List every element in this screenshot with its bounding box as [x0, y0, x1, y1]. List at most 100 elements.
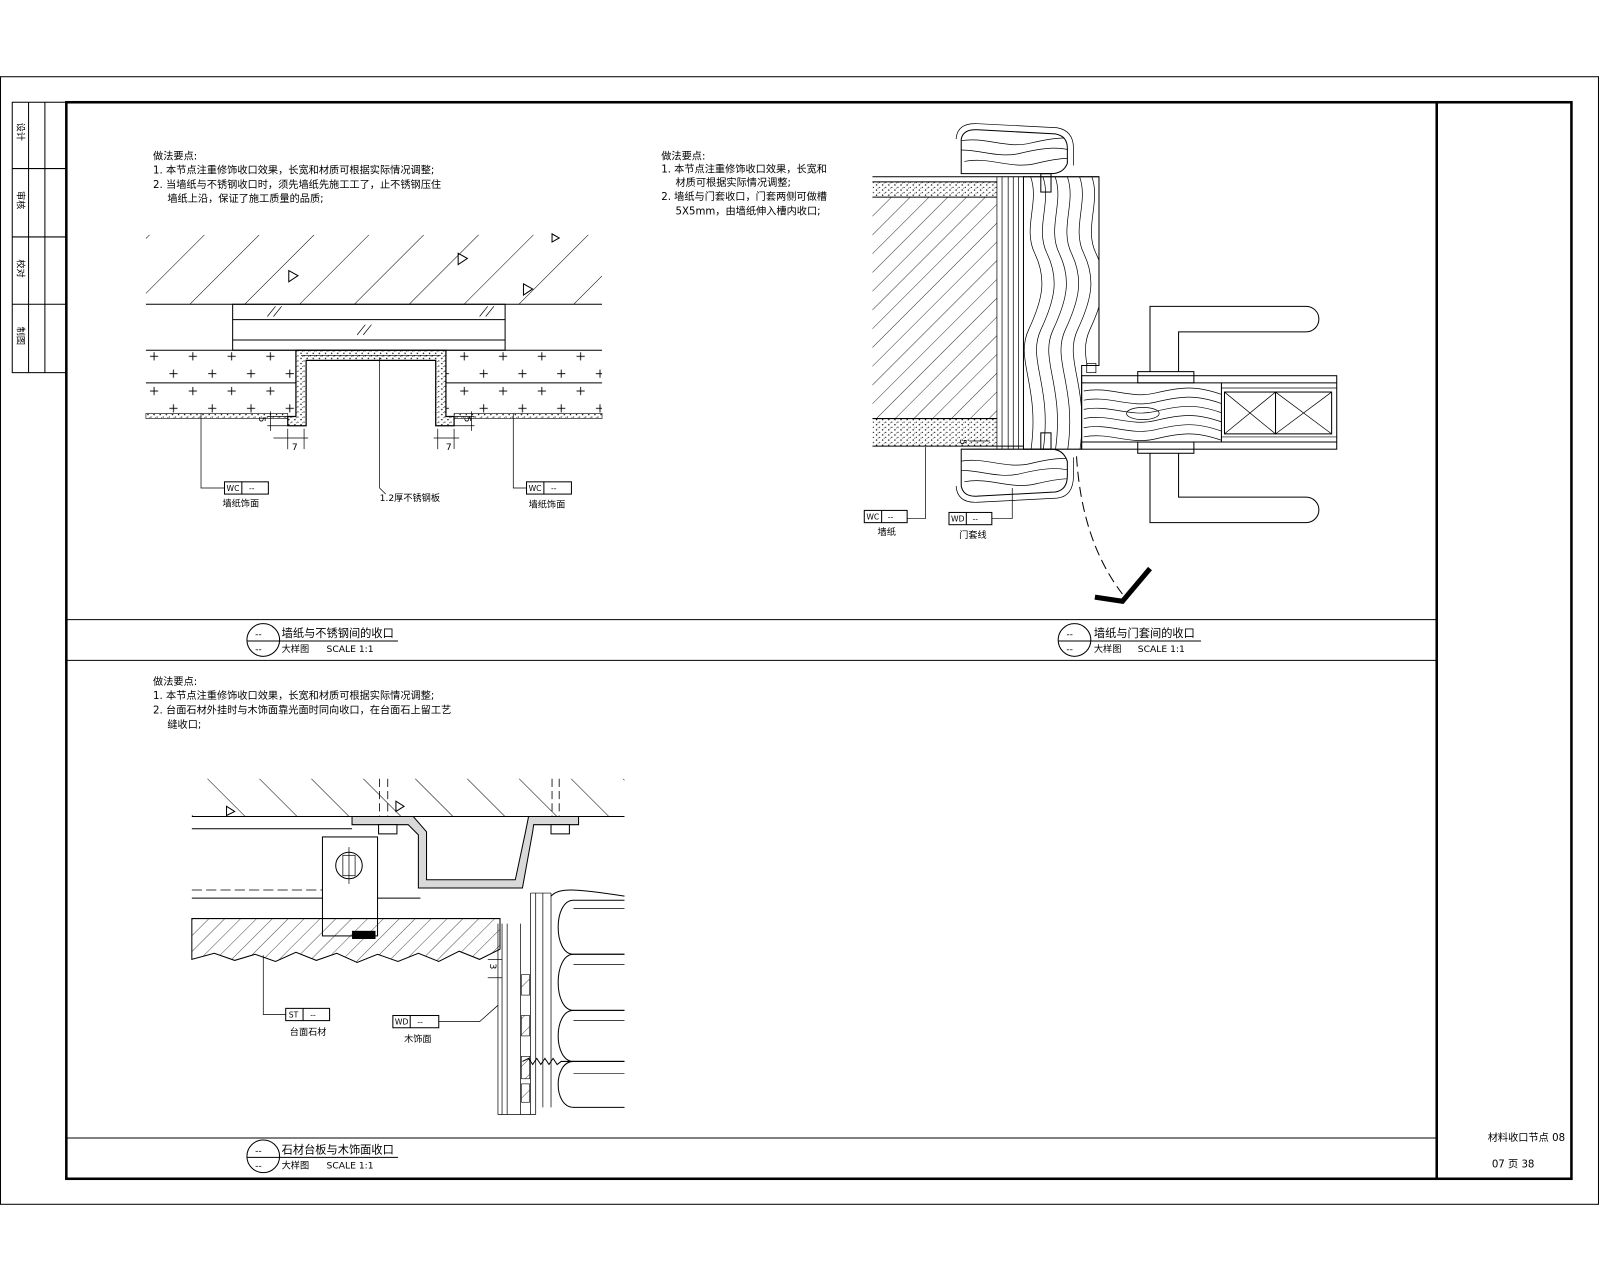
dimension-5: 5 [957, 439, 968, 445]
hinge-plate-bottom [1137, 441, 1195, 454]
core-block [1275, 391, 1333, 435]
wood-base-board [232, 303, 506, 351]
drawing-name: 材料收口节点 08 [1488, 1131, 1565, 1144]
notes-line: 2. 当墙纸与不锈钢收口时，须先墙纸先施工工了，止不锈钢压住 [153, 178, 441, 191]
dimension-left: 5 7 [256, 411, 309, 453]
tag-label: 门套线 [959, 529, 987, 541]
detail-symbol [246, 623, 281, 657]
stainless-steel-channel [287, 349, 455, 427]
scale-label: 大样图 [282, 1160, 310, 1172]
scale-label: 大样图 [282, 643, 310, 655]
door-handle-bottom [1149, 453, 1320, 524]
wall-masonry [872, 197, 997, 419]
signoff-check: 校对 [14, 259, 26, 277]
tag-code: WD [951, 515, 965, 524]
notes-line: 材质可根据实际情况调整; [676, 176, 792, 189]
fixings [521, 974, 574, 1103]
tag-label: 墙纸饰面 [222, 497, 259, 509]
symbol-bottom: -- [1066, 644, 1073, 655]
scale-value: SCALE 1:1 [327, 1161, 374, 1172]
tag-label: 墙纸 [878, 526, 896, 538]
gypsum-board-left [145, 350, 296, 419]
tag-ref: -- [310, 1011, 316, 1020]
tag-label: 墙纸饰面 [529, 498, 566, 510]
detail-3-title: -- -- 石材台板与木饰面收口 大样图 SCALE 1:1 [246, 1139, 398, 1174]
page-number: 07 页 38 [1492, 1159, 1535, 1171]
tag-label: 木饰面 [404, 1033, 432, 1045]
door-trim-bottom [955, 432, 1074, 503]
door-swing-arrow [1094, 566, 1152, 604]
wall-layers [996, 176, 1019, 450]
notes-heading: 做法要点: [661, 149, 705, 162]
concrete-slab [191, 778, 625, 817]
tag-ref: -- [417, 1018, 423, 1027]
dimension-5: 5 [256, 417, 267, 423]
detail-1-section: 5 7 5 7 WC -- 墙纸饰面 1.2厚不锈钢板 [145, 232, 603, 510]
dimension-7: 7 [446, 442, 452, 453]
notes-line: 墙纸上沿，保证了施工质量的品质; [167, 192, 323, 205]
door-leaf [1081, 375, 1338, 450]
notes-line: 2. 台面石材外挂时与木饰面靠光面时同向收口，在台面石上留工艺 [153, 703, 451, 716]
door-handle-top [1149, 305, 1320, 372]
notes-line: 2. 墙纸与门套收口，门套两侧可做槽 [661, 190, 827, 203]
outer-border [0, 76, 1599, 1205]
steel-channel [351, 816, 580, 889]
tag-code: WC [529, 484, 542, 493]
signoff-design: 设计 [14, 123, 26, 141]
door-frame-post [1022, 176, 1100, 450]
tag-code: WD [395, 1018, 409, 1027]
detail-2-title: -- -- 墙纸与门套间的收口 大样图 SCALE 1:1 [1057, 623, 1202, 657]
concrete-slab [145, 234, 603, 305]
leader-stone: ST -- 台面石材 [262, 955, 331, 1038]
notes-line: 缝收口; [167, 718, 201, 731]
scale-value: SCALE 1:1 [1138, 644, 1185, 655]
hinge-plate-top [1137, 371, 1195, 384]
notes-line: 1. 本节点注重修饰收口效果，长宽和材质可根据实际情况调整; [153, 689, 434, 702]
callout-label: 1.2厚不锈钢板 [380, 492, 440, 504]
detail-title: 墙纸与门套间的收口 [1094, 626, 1195, 640]
door-trim-top [955, 123, 1074, 193]
tag-ref: -- [888, 513, 894, 522]
tag-code: WC [227, 484, 240, 493]
leader-door-trim: WD -- 门套线 [948, 487, 1013, 541]
symbol-top: -- [255, 629, 262, 640]
leader-wallpaper-right: WC -- 墙纸饰面 [512, 413, 572, 510]
signoff-block: 设计 审核 校对 制图 [11, 101, 67, 374]
notes-heading: 做法要点: [153, 149, 197, 162]
insulation-batts [550, 889, 625, 1108]
tag-code: WC [866, 513, 879, 522]
notes-heading: 做法要点: [153, 675, 197, 688]
detail-2-section: 5 WC -- 墙纸 WD -- 门套线 [863, 123, 1338, 604]
scale-label: 大样图 [1094, 643, 1122, 655]
bolt-nut [550, 824, 570, 835]
dimension-5: 5 [461, 417, 472, 423]
screw [522, 1057, 574, 1066]
detail-title: 石材台板与木饰面收口 [282, 1142, 394, 1156]
dimension-reveal: 5 [957, 439, 990, 450]
notes-line: 5X5mm，由墙纸伸入槽内收口; [676, 204, 821, 217]
detail-1-notes: 做法要点: 1. 本节点注重修饰收口效果，长宽和材质可根据实际情况调整; 2. … [153, 149, 441, 205]
detail-symbol [1057, 623, 1092, 657]
symbol-top: -- [1066, 629, 1073, 640]
leader-wallpaper-left: WC -- 墙纸饰面 [200, 413, 269, 509]
detail-3-notes: 做法要点: 1. 本节点注重修饰收口效果，长宽和材质可根据实际情况调整; 2. … [153, 675, 451, 731]
leader-stainless-steel: 1.2厚不锈钢板 [379, 357, 440, 504]
tag-label: 台面石材 [290, 1026, 327, 1038]
steel-runner [191, 828, 421, 899]
detail-2-notes: 做法要点: 1. 本节点注重修饰收口效果，长宽和 材质可根据实际情况调整; 2.… [661, 149, 827, 217]
leader-wood-veneer: WD -- 木饰面 [392, 1005, 499, 1045]
aggregate-marks [226, 800, 406, 817]
scale-value: SCALE 1:1 [327, 644, 374, 655]
signoff-draft: 制图 [14, 327, 26, 345]
plaster-top [872, 181, 997, 198]
stone-countertop [191, 918, 501, 964]
bolt-nut [378, 824, 398, 835]
tag-ref: -- [249, 484, 255, 493]
symbol-top: -- [255, 1145, 262, 1156]
dimension-7: 7 [292, 442, 298, 453]
tag-ref: -- [972, 515, 978, 524]
detail-1-title: -- -- 墙纸与不锈钢间的收口 大样图 SCALE 1:1 [246, 623, 398, 657]
aggregate-marks [288, 232, 561, 297]
inner-border [65, 100, 1573, 1181]
